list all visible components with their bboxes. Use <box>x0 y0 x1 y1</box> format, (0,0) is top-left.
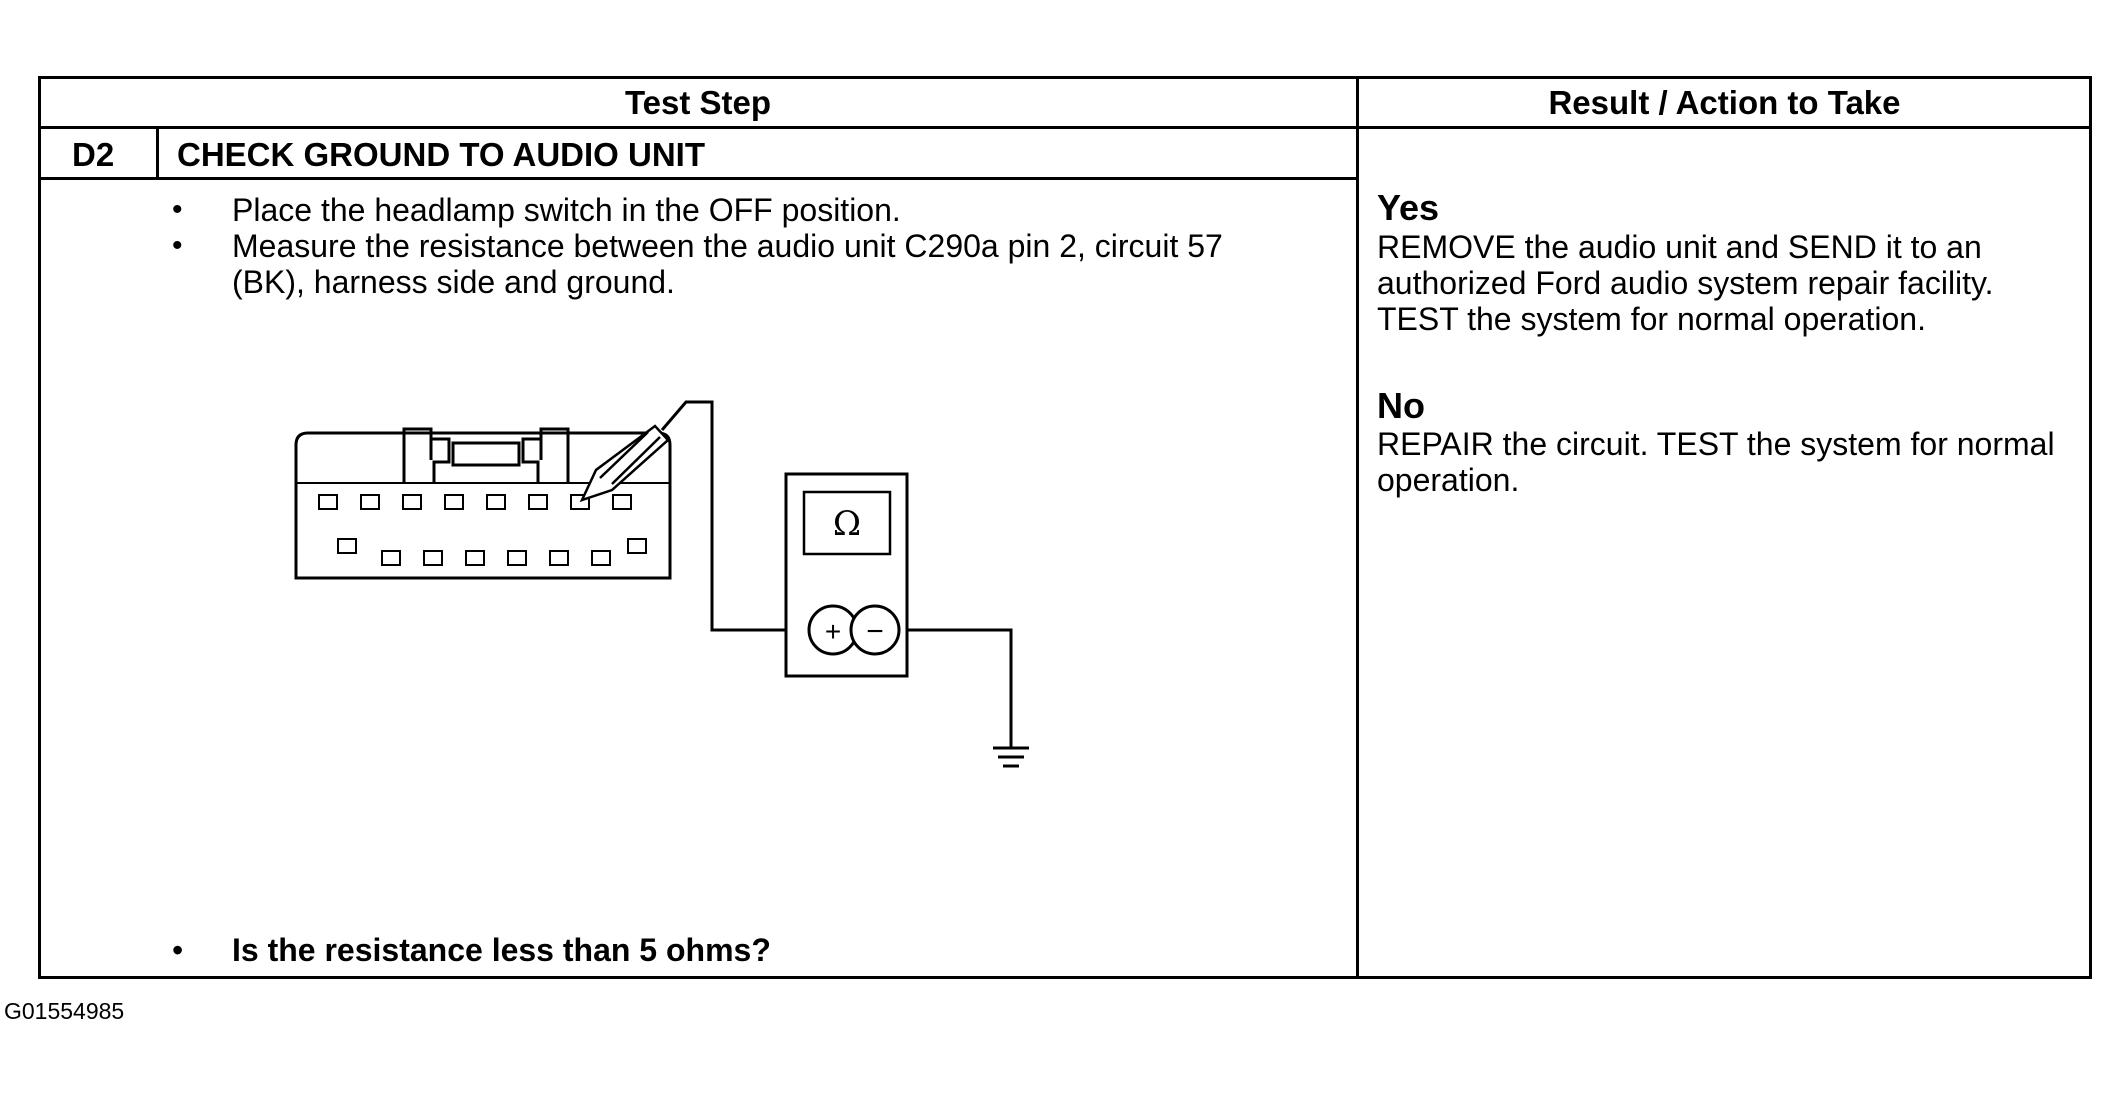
instruction-item: Place the headlamp switch in the OFF pos… <box>172 192 1322 228</box>
result-yes-text: REMOVE the audio unit and SEND it to an … <box>1377 229 1994 337</box>
instruction-list: Place the headlamp switch in the OFF pos… <box>172 192 1322 300</box>
result-yes-label: Yes <box>1377 187 1440 228</box>
result-no-text: REPAIR the circuit. TEST the system for … <box>1377 426 2055 498</box>
test-probe <box>579 424 670 503</box>
column-divider <box>1356 76 1359 979</box>
ohmmeter: Ω + − <box>784 472 909 678</box>
instruction-item: Measure the resistance between the audio… <box>172 228 1322 300</box>
header-result-action: Result / Action to Take <box>1548 84 1901 121</box>
step-id: D2 <box>72 136 115 173</box>
test-question: Is the resistance less than 5 ohms? <box>172 932 771 968</box>
ground-icon <box>993 737 1029 768</box>
header-rule <box>38 126 2092 129</box>
step-title-rule <box>38 177 1357 180</box>
positive-terminal-label: + <box>825 616 841 647</box>
test-step-table <box>38 76 2092 979</box>
header-test-step: Test Step <box>624 84 772 121</box>
test-leads <box>660 400 1013 737</box>
step-title: CHECK GROUND TO AUDIO UNIT <box>177 136 705 173</box>
negative-terminal-label: − <box>866 615 884 648</box>
figure-id: G01554985 <box>4 998 125 1024</box>
ohm-symbol: Ω <box>833 504 861 544</box>
step-id-divider <box>156 127 159 179</box>
connector-pins <box>318 494 647 566</box>
result-no-label: No <box>1377 385 1425 426</box>
